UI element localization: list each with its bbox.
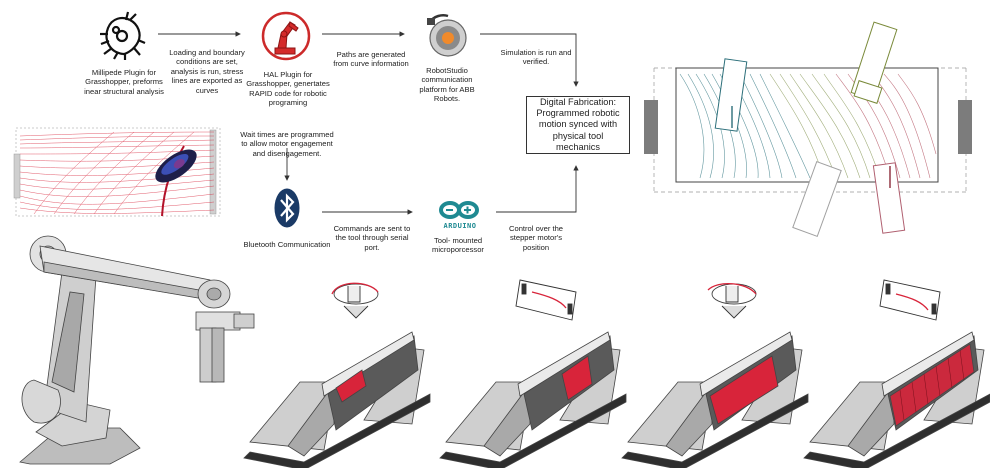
stage-1-mold	[243, 282, 431, 468]
paths-label: Paths are generated from curve informati…	[333, 50, 409, 69]
control-label: Control over the stepper motor's positio…	[508, 224, 564, 252]
robotstudio-label: RobotStudio communication platform for A…	[419, 66, 475, 104]
stage-4-mold	[803, 279, 990, 468]
simulation-plan	[644, 21, 972, 237]
bluetooth-label: Bluetooth Communication	[243, 240, 331, 249]
millipede-icon	[100, 11, 146, 60]
commands-label: Commands are sent to the tool through se…	[333, 224, 411, 252]
millipede-label: Millipede Plugin for Grasshopper, prefor…	[84, 68, 164, 96]
stress-lines-panel	[13, 127, 221, 217]
robotstudio-icon	[427, 14, 467, 57]
arduino-label: Tool- mounted microporcessor	[432, 236, 484, 255]
bluetooth-icon	[274, 188, 300, 228]
hal-label: HAL Plugin for Grasshopper, genertates R…	[246, 70, 330, 108]
digital-fabrication-box: Digital Fabrication: Programmed robotic …	[526, 96, 630, 154]
wait-label: Wait times are programmed to allow motor…	[240, 130, 334, 158]
hal-icon	[261, 11, 311, 61]
arduino-logo-text: ARDUINO	[443, 222, 477, 230]
loading-label: Loading and boundary conditions are set,…	[169, 48, 245, 95]
simulation-label: Simulation is run and verified.	[500, 48, 572, 67]
arduino-icon	[439, 201, 479, 219]
stage-2-mold	[439, 279, 627, 468]
robot-arm-illustration	[19, 235, 255, 465]
stage-3-mold	[621, 283, 809, 468]
